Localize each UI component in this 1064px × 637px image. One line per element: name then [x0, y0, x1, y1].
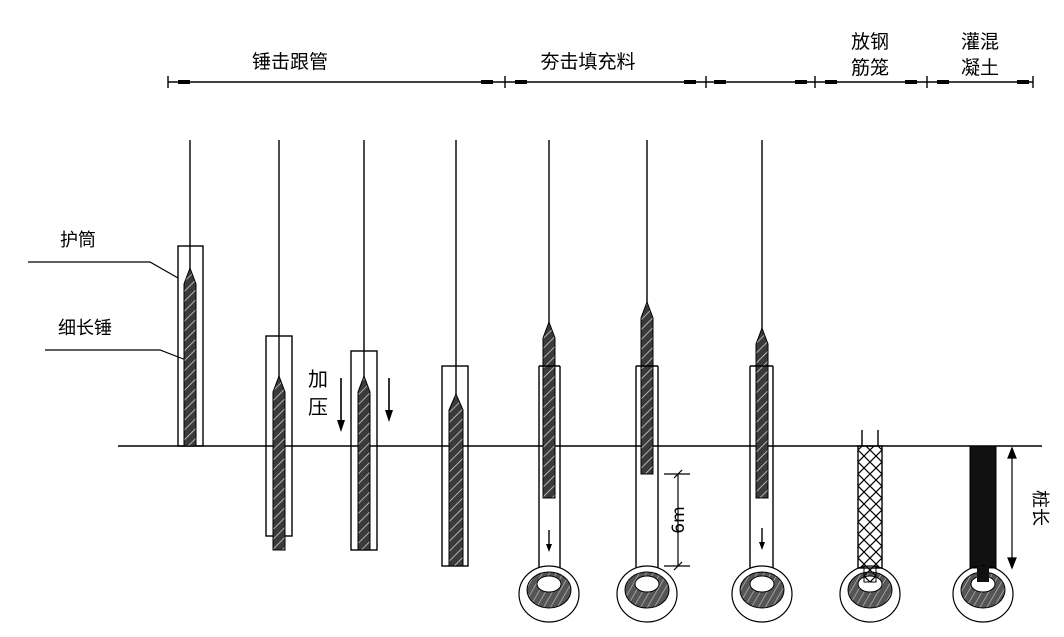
- stage8-steel-cage: [839, 430, 901, 623]
- stage7-ram-fill: [731, 140, 793, 623]
- press-arrow-left-icon: [337, 378, 345, 432]
- stage-label-place-steel-line1: 放钢: [851, 31, 889, 53]
- stage5-ram-fill: [518, 140, 580, 623]
- stage-timeline: [167, 76, 1034, 88]
- stage1-casing-hammer: [177, 140, 204, 447]
- stage-label-ram-fill: 夯击填充料: [540, 51, 635, 73]
- press-label-bottom: 压: [308, 395, 328, 419]
- stage-label-pour-concrete-line1: 灌混: [961, 31, 999, 53]
- stage-label-hammer-follow: 锤击跟管: [252, 51, 328, 73]
- stage3-casing-hammer: [350, 140, 378, 551]
- stage4-casing-hammer: [441, 140, 469, 567]
- pile-length-dimension: [1007, 446, 1017, 570]
- stage-label-pour-concrete-line2: 凝土: [961, 57, 999, 79]
- depth-dimension: [664, 469, 690, 571]
- depth-label: 6m: [669, 506, 689, 533]
- press-arrow-right-icon: [385, 378, 393, 422]
- stage-label-place-steel-line2: 筋笼: [851, 57, 889, 79]
- press-label-top: 加: [308, 367, 328, 391]
- casing-label: 护筒: [60, 230, 96, 251]
- casing-leader: [28, 261, 179, 279]
- stage6-ram-fill: [616, 140, 678, 623]
- timeline-markers: [178, 80, 1029, 84]
- slender-hammer-label: 细长锤: [58, 318, 112, 339]
- pile-length-label: 桩长: [1029, 490, 1050, 526]
- stage9-concrete-pile: [952, 445, 1014, 623]
- slender-hammer-leader: [45, 349, 187, 361]
- stage2-casing-hammer: [265, 140, 293, 551]
